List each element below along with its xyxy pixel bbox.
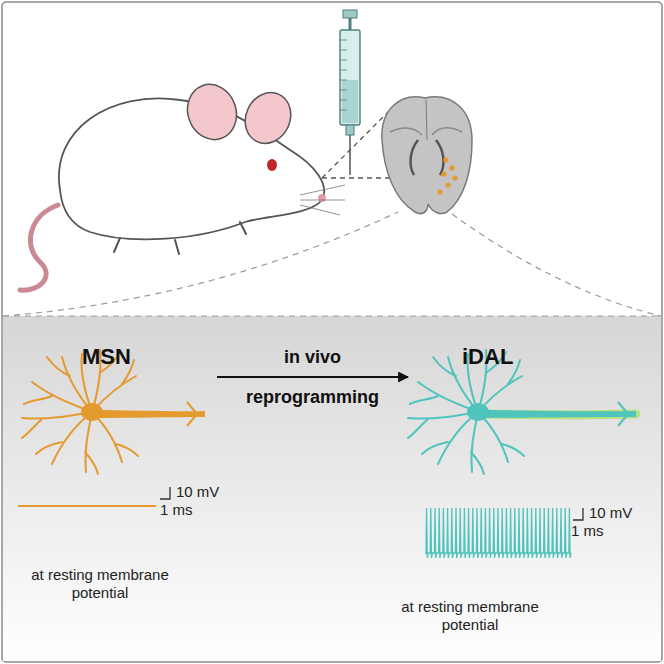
axon <box>478 410 636 418</box>
scale-bar <box>160 487 170 499</box>
dendrite <box>36 412 92 464</box>
mouse-ear <box>180 77 244 146</box>
flat-trace <box>18 505 156 507</box>
cell-dot <box>445 182 450 187</box>
trace-caption: at resting membrane potential <box>398 598 542 634</box>
scale-bar <box>573 508 583 520</box>
cell-dot <box>443 157 448 162</box>
msn-trace <box>18 487 170 506</box>
syringe-needle <box>349 135 351 175</box>
trace-caption: at resting membrane potential <box>28 566 172 602</box>
dendrite <box>85 412 98 474</box>
syringe-fluid <box>342 80 358 123</box>
neuron-node: iDAL <box>410 338 640 473</box>
illustration-part <box>340 60 347 61</box>
brain-outline <box>382 97 472 214</box>
dendrite <box>478 412 524 462</box>
dendrite <box>410 382 478 412</box>
syringe-rod <box>349 18 352 30</box>
scale-label: 1 ms <box>160 501 193 519</box>
cell-dot <box>441 171 446 176</box>
mouse-ear <box>237 85 299 151</box>
mouse-feet <box>114 222 246 254</box>
dendrite <box>408 412 478 438</box>
illustration-part <box>340 50 347 51</box>
dendrite <box>24 382 92 412</box>
syringe-barrel <box>340 30 360 125</box>
illustration-part <box>340 40 347 41</box>
mouse-whiskers <box>300 185 345 215</box>
illustration-part <box>340 90 347 91</box>
illustration-part <box>340 40 347 110</box>
illustration-part <box>340 100 347 101</box>
scale-label: 10 mV <box>589 504 632 522</box>
axon-terminal <box>187 402 197 426</box>
soma <box>467 403 489 421</box>
mouse-nose <box>318 194 326 202</box>
illustration-part <box>340 110 347 111</box>
cell-dot <box>437 189 442 194</box>
mouse <box>20 77 345 290</box>
ventricle <box>411 140 444 175</box>
brain-section <box>382 97 472 214</box>
axon-glow <box>478 410 636 420</box>
dendrite <box>422 412 478 464</box>
arrow-label: in vivo reprogramming <box>238 337 388 417</box>
dendrite <box>22 412 92 438</box>
midline <box>426 100 427 140</box>
cell-dot <box>452 175 457 180</box>
syringe <box>340 10 360 175</box>
zoom-panel <box>3 316 661 661</box>
syringe-hub <box>346 125 354 135</box>
reprogramming-arrow <box>217 376 408 378</box>
cell-type-label: iDAL <box>462 344 513 370</box>
scale-label: 10 mV <box>176 483 219 501</box>
syringe-plunger <box>343 10 357 18</box>
axon-terminal <box>618 402 628 426</box>
mouse-eye <box>267 159 277 171</box>
dendrite <box>92 412 138 462</box>
dendrite <box>471 412 484 474</box>
mouse-tail <box>20 205 58 290</box>
illustration-part <box>340 70 347 71</box>
illustration-part <box>340 80 347 81</box>
scale-label: 1 ms <box>571 522 604 540</box>
zoom-line <box>452 214 661 316</box>
neuron-node: MSN <box>20 338 215 473</box>
cell-dot <box>449 165 454 170</box>
spike-trace <box>425 508 571 558</box>
panel-edge <box>3 315 661 316</box>
idal-neuron <box>408 350 636 474</box>
soma <box>81 403 103 421</box>
axon <box>92 410 205 418</box>
corpus-callosum <box>390 128 462 135</box>
idal-trace <box>425 508 583 558</box>
cell-type-label: MSN <box>82 344 131 370</box>
zoom-line <box>322 177 392 178</box>
